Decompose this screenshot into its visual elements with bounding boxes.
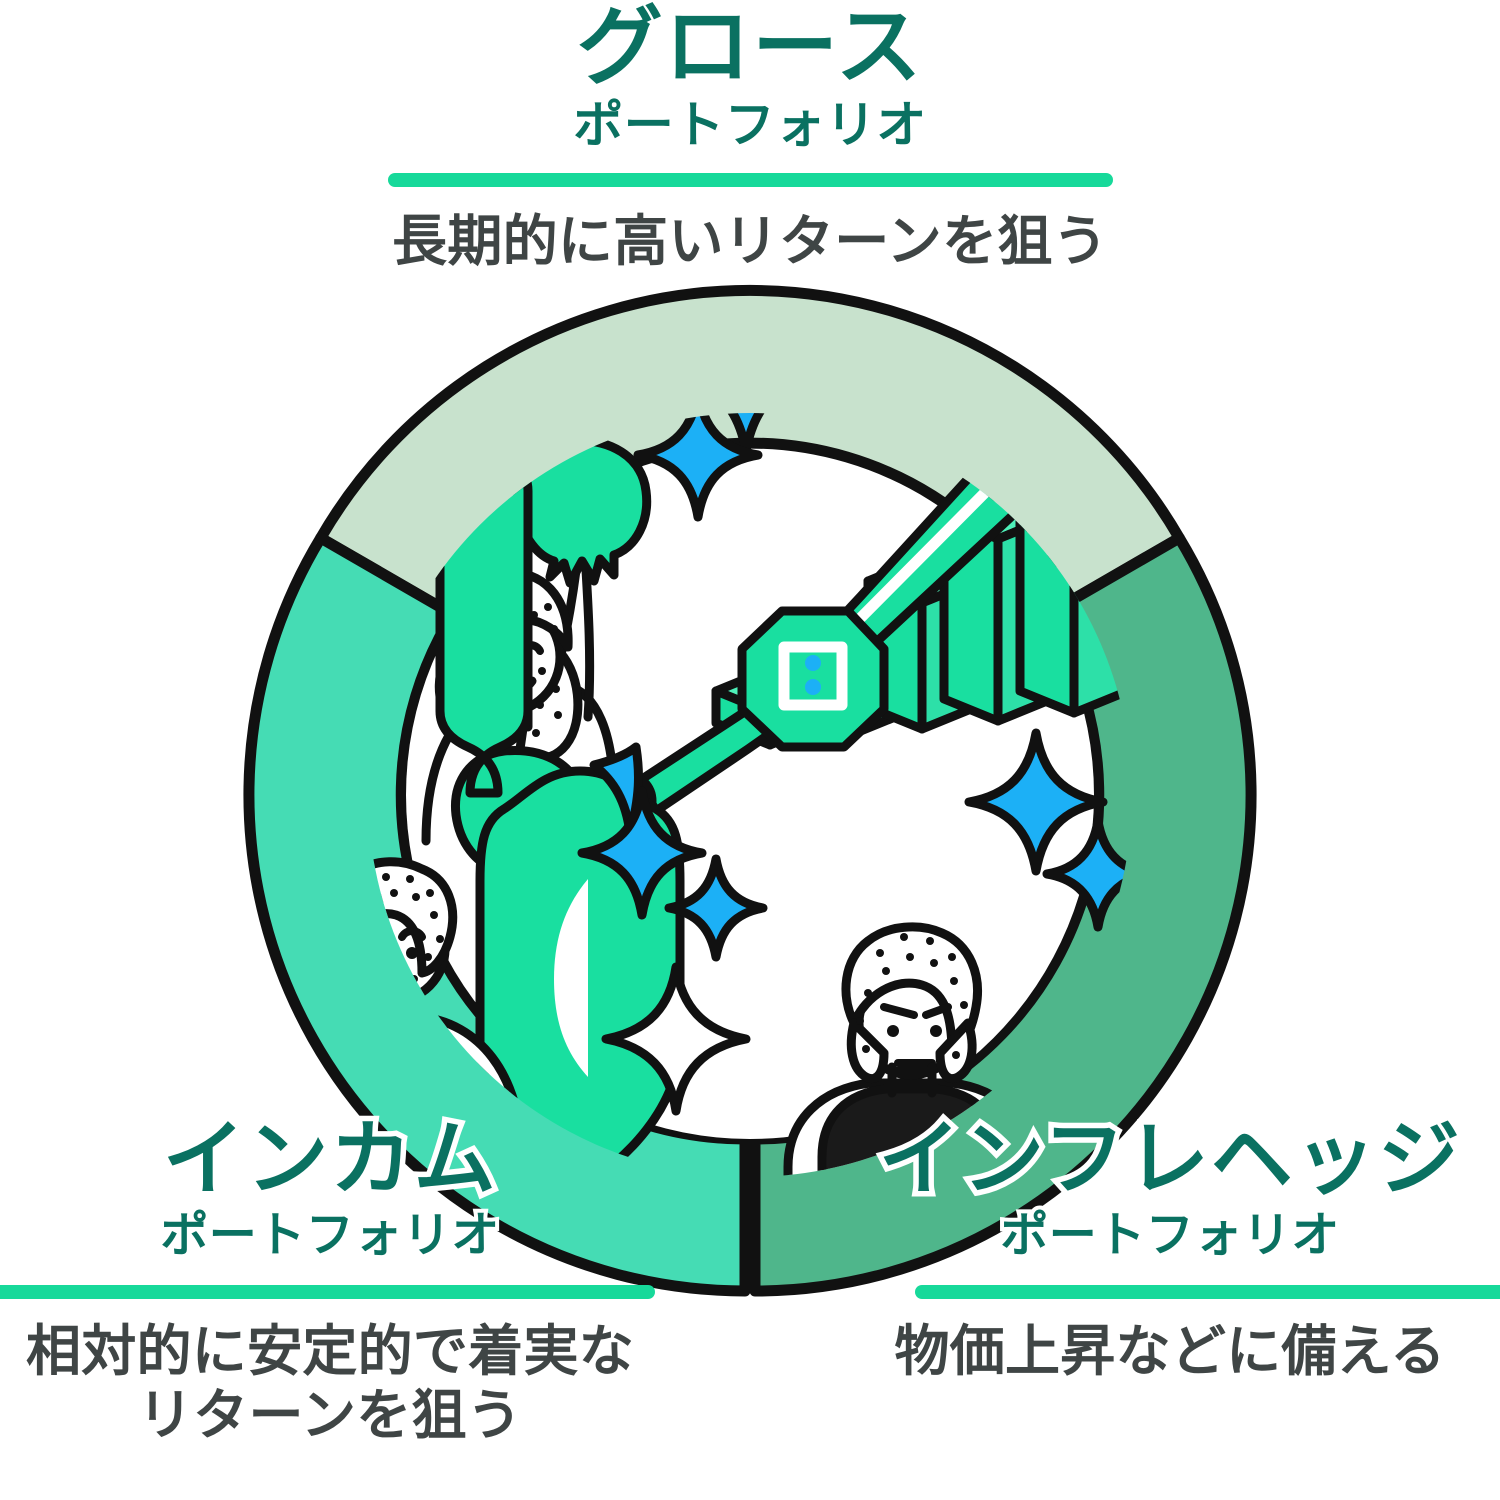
growth-subtitle: ポートフォリオ [573,96,927,153]
inflation-hedge-divider [915,1284,1500,1299]
income-subtitle: ポートフォリオ [156,1207,503,1264]
income-divider [0,1284,655,1299]
inflation-hedge-caption: 物価上昇などに備える [894,1319,1446,1382]
income-caption: 相対的に安定的で着実な リターンを狙う [25,1319,635,1447]
growth-section: グロース ポートフォリオ 長期的に高いリターンを狙う [0,0,1500,274]
inflation-hedge-title: インフレヘッジ [873,1112,1465,1206]
inflation-hedge-subtitle: ポートフォリオ [996,1207,1343,1264]
income-section: インカム ポートフォリオ 相対的に安定的で着実な リターンを狙う [0,1112,660,1448]
donut-inner-disc [406,451,1094,1139]
growth-caption: 長期的に高いリターンを狙う [392,209,1108,272]
inflation-hedge-section: インフレヘッジ ポートフォリオ 物価上昇などに備える [840,1112,1500,1383]
growth-title: グロース [576,0,924,95]
growth-divider [387,172,1113,187]
income-title: インカム [157,1112,501,1206]
